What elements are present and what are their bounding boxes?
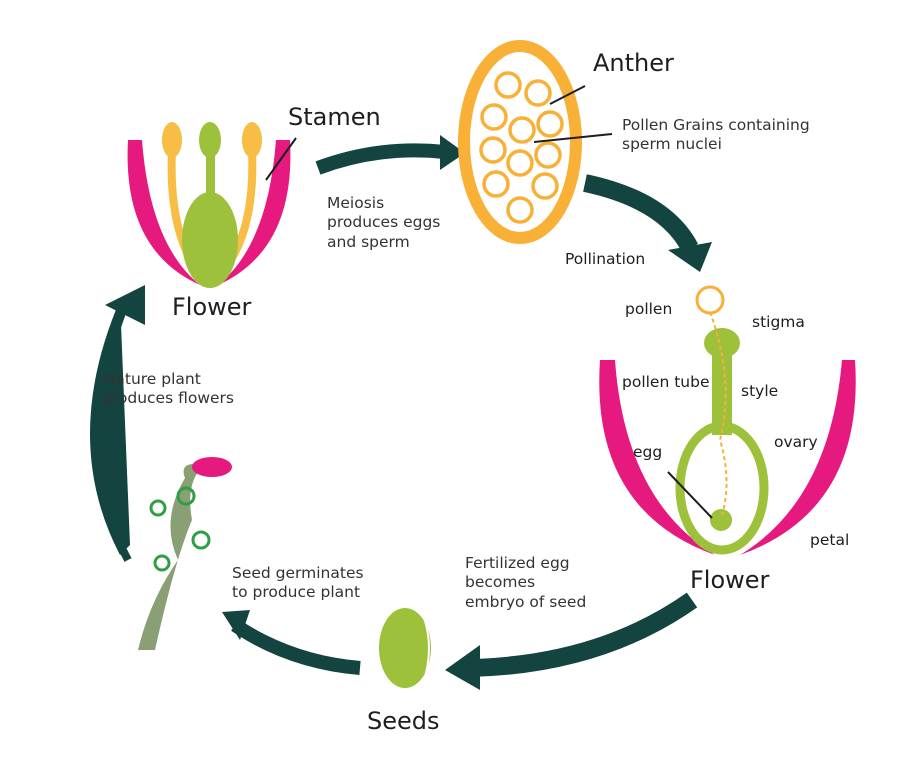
egg <box>710 509 732 531</box>
stamen-anther-right <box>242 122 262 158</box>
style-label: style <box>741 382 779 400</box>
pollen-grain <box>531 172 559 200</box>
arrow-anther-to-flower <box>583 174 698 253</box>
petal-right <box>218 140 291 285</box>
pollination-label: Pollination <box>565 250 646 268</box>
pollen-grain <box>480 103 508 131</box>
pistil-style <box>206 140 215 200</box>
seeds-label: Seeds <box>367 707 440 735</box>
stigma-label: stigma <box>752 313 805 331</box>
pollen-tube-label: pollen tube <box>622 373 710 391</box>
style <box>712 350 732 435</box>
leaf-ring <box>149 499 167 517</box>
meiosis-label: Meiosis produces eggs and sperm <box>327 194 441 251</box>
arrowhead-plant <box>222 610 250 640</box>
arrowhead-anther <box>440 135 465 170</box>
anther-label: Anther <box>593 49 674 77</box>
arrowhead-seeds <box>445 645 480 690</box>
arrowhead-pollination <box>668 242 712 272</box>
arrowhead-flower <box>105 285 145 325</box>
pollen-grain <box>479 136 507 164</box>
plant-stem <box>138 463 205 650</box>
pollen-tube <box>709 311 728 516</box>
egg-pointer <box>667 471 713 519</box>
pollen-grain <box>506 196 534 224</box>
ovary-label: ovary <box>774 433 818 451</box>
mature-label: Mature plant produces flowers <box>102 370 234 408</box>
arrow-flower-to-anther <box>315 143 446 175</box>
leaf-ring <box>153 554 171 572</box>
flower-right-illustration <box>599 285 856 555</box>
seed-edge <box>421 611 430 687</box>
flower-left-illustration <box>127 122 297 288</box>
flower-bud <box>192 457 232 477</box>
pollen-on-stigma <box>695 285 725 315</box>
pollen-grain <box>506 149 534 177</box>
ovary <box>675 421 769 555</box>
pollen-grains-label: Pollen Grains containing sperm nuclei <box>622 116 810 154</box>
flower-left-label: Flower <box>172 293 252 321</box>
leaf-ring <box>176 486 196 506</box>
pollen-grain <box>508 116 536 144</box>
fertilized-label: Fertilized egg becomes embryo of seed <box>465 554 587 611</box>
petal-right <box>740 360 856 555</box>
leaf-ring <box>191 530 211 550</box>
arrow-plant-to-flower-body <box>93 303 132 562</box>
pollen-grain <box>482 170 510 198</box>
petal-left <box>127 140 200 285</box>
pollen-grain <box>494 71 522 99</box>
stamen-label: Stamen <box>288 103 381 131</box>
flower-right-label: Flower <box>690 566 770 594</box>
pollen-pointer <box>533 133 613 143</box>
pollen-grain <box>536 110 564 138</box>
seed <box>379 608 431 688</box>
pollen-grain <box>524 79 552 107</box>
pollen-label: pollen <box>625 300 673 318</box>
arrow-seeds-to-plant <box>231 619 361 675</box>
plant-illustration <box>138 457 232 650</box>
pollen-grain <box>534 141 562 169</box>
pistil-stigma <box>199 122 221 158</box>
pollen-grains <box>479 71 564 224</box>
stamen-pointer <box>265 137 297 181</box>
anther-pointer <box>549 85 586 105</box>
germinates-label: Seed germinates to produce plant <box>232 564 364 602</box>
seed-illustration <box>379 608 431 688</box>
cycle-arrows <box>90 135 712 690</box>
petal-label: petal <box>810 531 850 549</box>
anther-illustration <box>458 40 613 244</box>
pistil-ovary <box>182 192 238 288</box>
stamen-anther-left <box>162 122 182 158</box>
anther-wall <box>458 40 582 244</box>
egg-label: egg <box>633 443 663 461</box>
petal-left <box>599 360 715 555</box>
arrow-flower-to-seeds <box>469 592 698 677</box>
